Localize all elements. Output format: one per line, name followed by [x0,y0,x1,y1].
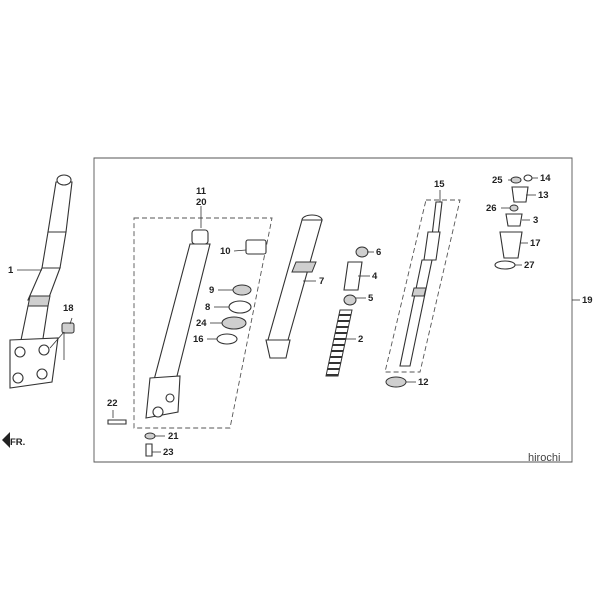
label-part-27: 27 [524,260,535,271]
label-part-5: 5 [368,293,374,304]
label-part-8: 8 [205,302,210,313]
label-part-2: 2 [358,334,363,345]
label-part-17: 17 [530,238,541,249]
part-24-shape [221,316,247,330]
part-8-shape [228,300,252,314]
label-part-15: 15 [434,179,445,190]
label-part-10: 10 [220,246,231,257]
part-27-shape [494,260,516,270]
complete-fork-assembly [9,174,73,389]
front-arrow-icon [2,432,10,448]
part-25-14-shape [510,174,533,184]
label-part-6: 6 [376,247,381,258]
label-part-11: 11 [196,186,207,197]
label-part-7: 7 [319,276,324,287]
outer-tube-group-outline [133,217,273,429]
label-part-12: 12 [418,377,429,388]
leader-lines [17,177,580,453]
label-part-20: 20 [196,197,207,208]
front-marker: FR. [10,437,25,448]
label-part-22: 22 [107,398,118,409]
part-7-inner-tube [265,214,323,359]
label-part-4: 4 [372,271,378,282]
label-part-21: 21 [168,431,179,442]
label-part-1: 1 [8,265,14,276]
assembly-frame [93,157,573,463]
outer-tube [145,229,211,419]
watermark: hirochi [528,452,560,464]
part-6-shape [355,246,369,258]
part-4-shape [343,261,363,291]
part-10-shape [245,239,267,255]
part-18-shape [61,322,75,334]
label-part-24: 24 [196,318,207,329]
part-26-shape [509,204,519,212]
part-5-shape [343,294,357,306]
part-2-spring-shape [325,309,353,377]
label-part-14: 14 [540,173,551,184]
part-3-shape [505,213,523,227]
part-21-shape [144,432,156,440]
label-part-3: 3 [533,215,538,226]
part-17-shape [499,231,523,259]
label-part-16: 16 [193,334,204,345]
label-part-25: 25 [492,175,503,186]
part-12-shape [385,376,407,388]
part-23-shape [145,443,153,457]
part-16-shape [216,333,238,345]
label-part-19: 19 [582,295,593,306]
damper-group-outline [384,199,461,373]
part-22-shape [107,419,127,425]
label-part-13: 13 [538,190,549,201]
label-part-23: 23 [163,447,174,458]
label-part-9: 9 [209,285,214,296]
label-part-26: 26 [486,203,497,214]
part-9-shape [232,284,252,296]
part-13-shape [511,186,529,203]
label-part-18: 18 [63,303,74,314]
